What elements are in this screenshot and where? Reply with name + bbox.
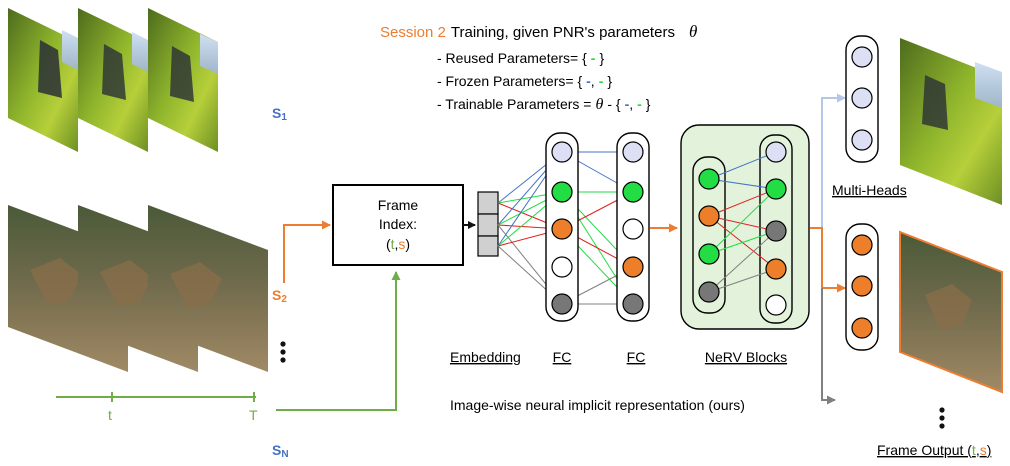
nerv-node [765, 178, 787, 200]
head2-node [851, 275, 873, 297]
timeline-t-label: t [108, 407, 112, 423]
nerv-node [765, 294, 787, 316]
fc1-node [551, 293, 573, 315]
head2-node [851, 317, 873, 339]
fc2-node [622, 218, 644, 240]
session2-frames [8, 205, 268, 372]
fc1-node [551, 218, 573, 240]
fc1-node [551, 181, 573, 203]
session1-frame [148, 8, 218, 152]
fc2-layer [616, 132, 650, 322]
fc1-node [551, 256, 573, 278]
session-label-sn: SN [272, 442, 289, 460]
nerv-node [698, 281, 720, 303]
nerv-node [698, 205, 720, 227]
head-session2 [845, 223, 879, 351]
nerv-node [765, 258, 787, 280]
session-label-s2: S2 [272, 287, 287, 305]
session1-frame [8, 8, 78, 152]
nerv-label: NeRV Blocks [705, 349, 787, 365]
head1-node [851, 129, 873, 151]
head1-node [851, 87, 873, 109]
trainable-parameters: - Trainable Parameters =θ- {-,-} [437, 96, 651, 113]
head1-node [851, 46, 873, 68]
head-session1 [845, 35, 879, 163]
nerv-to-headN-arrow [821, 288, 836, 405]
timeline: t T [56, 392, 258, 423]
nerv-to-head2-arrow [810, 227, 846, 293]
nerv-node [765, 141, 787, 163]
frame-index-line1: Frame [378, 197, 419, 213]
session-input-arrow [283, 220, 331, 283]
frame-output-label: Frame Output (t,s) [877, 442, 991, 458]
session1-frames [8, 8, 218, 152]
embedding-label: Embedding [450, 349, 521, 365]
fc2-node [622, 141, 644, 163]
reused-parameters: - Reused Parameters= {-} [437, 50, 604, 66]
fc2-node [622, 181, 644, 203]
nerv-blocks [680, 124, 810, 330]
session2-frame [148, 205, 268, 372]
frame-index-line2: Index: [379, 216, 417, 232]
output-frame-session1 [900, 38, 1002, 205]
output-frame-session2 [899, 230, 1003, 394]
multi-heads-label: Multi-Heads [832, 182, 907, 198]
time-input-arrow [276, 271, 401, 411]
timeline-T-label: T [249, 407, 258, 423]
fc1-node [551, 141, 573, 163]
nerv-node [698, 243, 720, 265]
nerv-to-head1-arrow [812, 93, 846, 229]
caption: Image-wise neural implicit representatio… [450, 397, 745, 413]
nerv-node [698, 168, 720, 190]
more-sessions-ellipsis [280, 341, 286, 363]
session1-frame [78, 8, 148, 152]
nerv-node [765, 220, 787, 242]
fc1-label: FC [553, 349, 572, 365]
head2-node [851, 234, 873, 256]
fc2-node [622, 256, 644, 278]
fc1-layer [545, 132, 579, 322]
embedding-block [477, 191, 499, 257]
session-label-s1: S1 [272, 105, 287, 123]
fc2-label: FC [627, 349, 646, 365]
more-outputs-ellipsis [939, 407, 945, 429]
frozen-parameters: - Frozen Parameters= {-,-} [437, 73, 612, 89]
frame-index-value: (t,s) [386, 236, 410, 252]
fc2-node [622, 293, 644, 315]
frame-index-box: Frame Index: (t,s) [332, 184, 464, 266]
